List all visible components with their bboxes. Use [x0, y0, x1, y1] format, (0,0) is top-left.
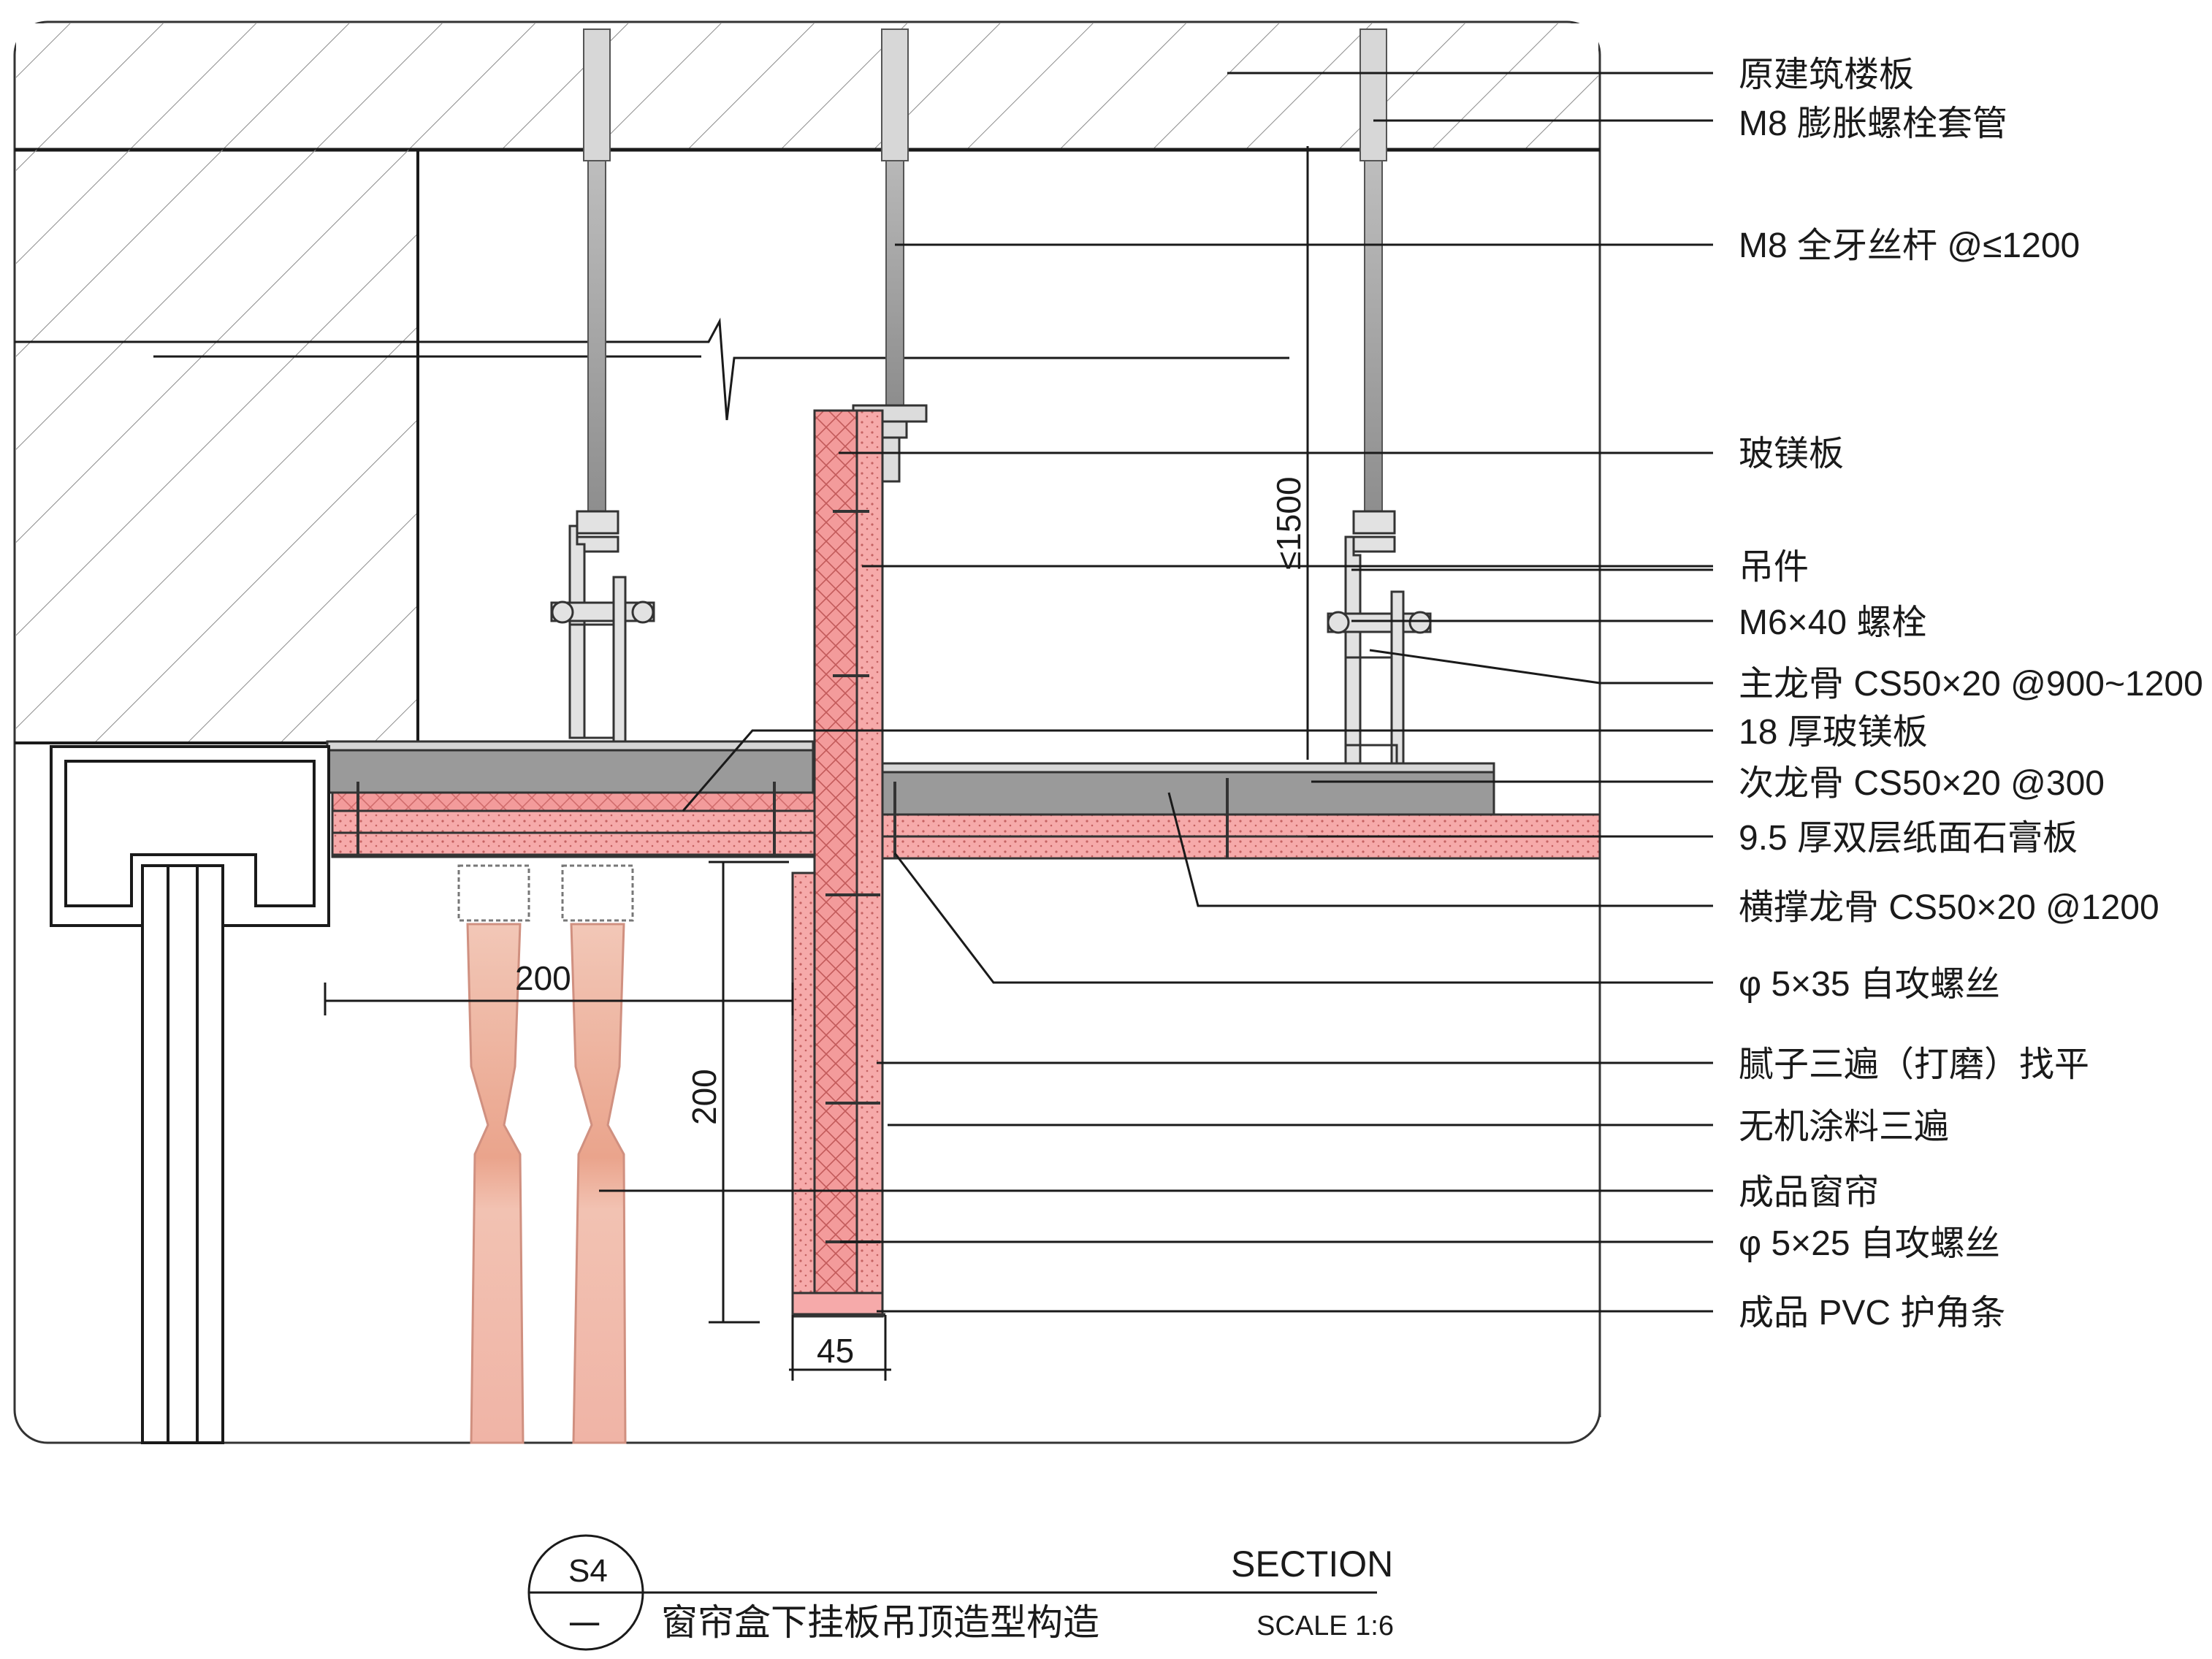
note-3: M8 全牙丝杆 @≤1200 — [1739, 226, 2080, 265]
title-block: S4 一 窗帘盒下挂板吊顶造型构造 SECTION SCALE 1:6 — [527, 1534, 1394, 1651]
notes: 原建筑楼板 M8 膨胀螺栓套管 M8 全牙丝杆 @≤1200 玻镁板 吊件 M6… — [1739, 56, 2203, 1332]
dim-board-thickness: 45 — [817, 1332, 854, 1370]
note-11: 横撑龙骨 CS50×20 @1200 — [1739, 888, 2159, 927]
note-10: 9.5 厚双层纸面石膏板 — [1739, 819, 2078, 858]
dim-box-width: 200 — [515, 959, 571, 997]
dim-hanger-spacing: ≤1500 — [1270, 476, 1308, 570]
note-6: M6×40 螺栓 — [1739, 603, 1926, 642]
dimension-lines — [324, 146, 1309, 1381]
note-14: 无机涂料三遍 — [1739, 1107, 1949, 1146]
hanger-right — [1327, 510, 1432, 776]
note-16: φ 5×25 自攻螺丝 — [1739, 1224, 2000, 1263]
gypsum-boards-horizontal — [331, 809, 1601, 860]
concrete-slab — [15, 23, 1600, 152]
concrete-wall — [15, 150, 419, 744]
note-15: 成品窗帘 — [1739, 1173, 1879, 1212]
sheet-number: 一 — [568, 1608, 600, 1644]
screws — [356, 510, 1229, 1243]
note-5: 吊件 — [1739, 548, 1809, 587]
drawing-number: S4 — [568, 1553, 608, 1589]
note-1: 原建筑楼板 — [1739, 56, 1914, 94]
drawing-title: 窗帘盒下挂板吊顶造型构造 — [661, 1602, 1099, 1643]
leader-lines — [599, 72, 1713, 1313]
vertical-drop-board — [791, 409, 885, 1318]
note-7: 主龙骨 CS50×20 @900~1200 — [1739, 665, 2203, 703]
note-8: 18 厚玻镁板 — [1739, 713, 1928, 752]
note-2: M8 膨胀螺栓套管 — [1739, 104, 2007, 143]
note-17: 成品 PVC 护角条 — [1739, 1294, 2005, 1332]
drawing-type: SECTION — [1231, 1544, 1393, 1584]
note-13: 腻子三遍（打磨）找平 — [1739, 1045, 2089, 1084]
note-4: 玻镁板 — [1739, 435, 1844, 473]
window-frame — [50, 745, 330, 1444]
curtain-tracks — [457, 864, 634, 922]
drawing-scale: SCALE 1:6 — [1256, 1611, 1394, 1641]
hanger-left — [550, 510, 655, 747]
dim-box-depth: 200 — [685, 1069, 723, 1125]
curtains — [466, 923, 627, 1444]
note-9: 次龙骨 CS50×20 @300 — [1739, 764, 2105, 803]
note-12: φ 5×35 自攻螺丝 — [1739, 965, 2000, 1004]
threaded-rods — [583, 28, 1387, 519]
